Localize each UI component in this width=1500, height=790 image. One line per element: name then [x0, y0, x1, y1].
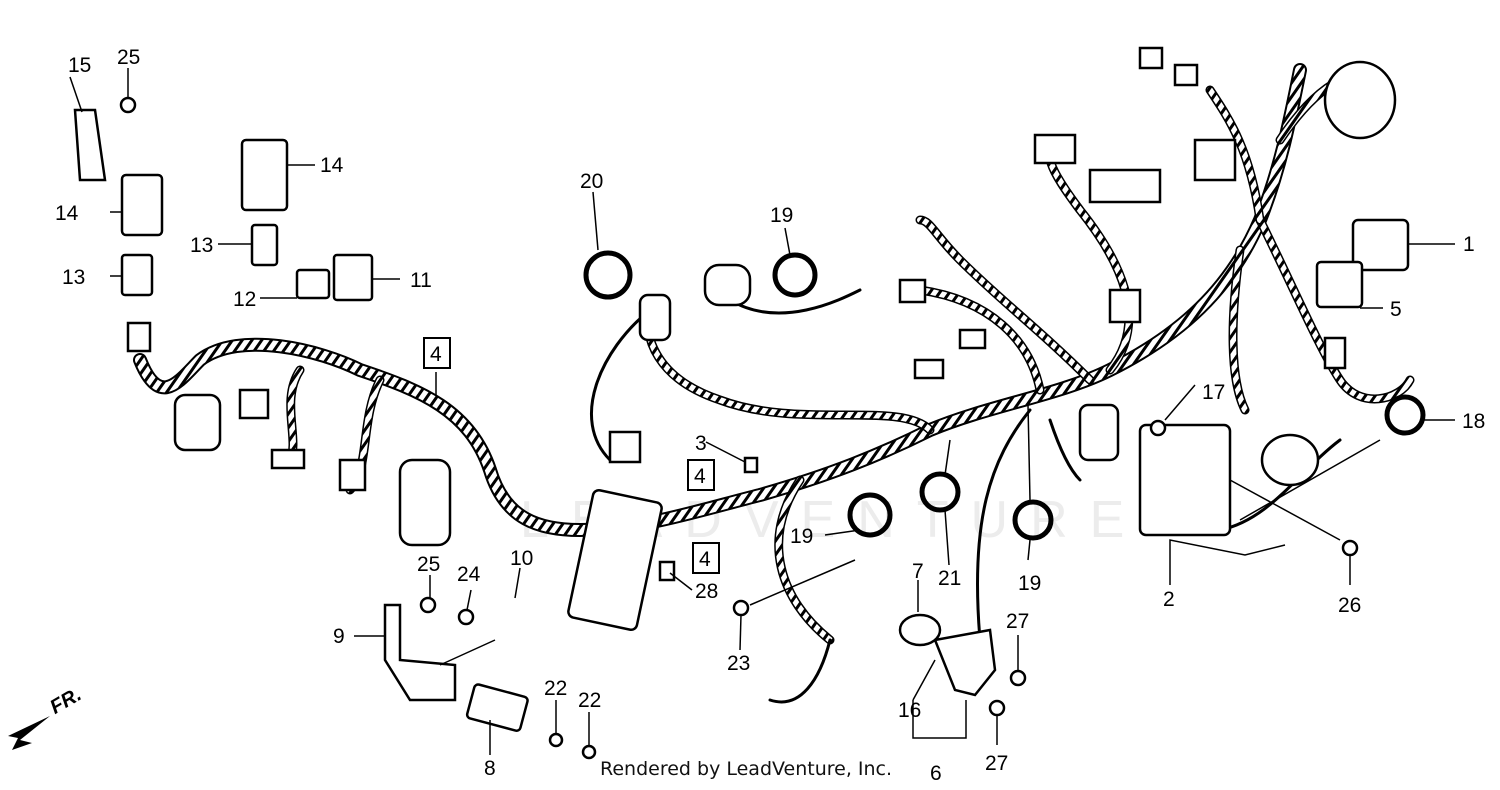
callout-18: 18 [1462, 410, 1485, 433]
callout-4: 4 [699, 548, 711, 571]
callout-7: 7 [912, 560, 924, 583]
leader-lines [69, 68, 1455, 755]
callout-17: 17 [1202, 381, 1225, 404]
components [73, 46, 1426, 760]
callout-21: 21 [938, 567, 961, 590]
callout-19: 19 [770, 204, 793, 227]
callout-19: 19 [790, 525, 813, 548]
callout-22: 22 [544, 677, 567, 700]
callout-24: 24 [457, 563, 481, 586]
callout-13: 13 [190, 234, 213, 257]
callout-2: 2 [1163, 588, 1175, 611]
callout-labels: 1 2 3 4 4 4 5 6 7 8 9 10 11 12 13 13 14 … [55, 46, 1485, 785]
callout-28: 28 [695, 580, 718, 603]
callout-6: 6 [930, 762, 942, 785]
callout-8: 8 [484, 757, 496, 780]
front-arrow-icon [8, 716, 50, 750]
callout-4: 4 [694, 465, 706, 488]
callout-4: 4 [430, 343, 442, 366]
callout-12: 12 [233, 288, 256, 311]
callout-26: 26 [1338, 594, 1361, 617]
callout-20: 20 [580, 170, 603, 193]
callout-16: 16 [898, 699, 921, 722]
callout-22: 22 [578, 689, 601, 712]
callout-25: 25 [417, 553, 440, 576]
callout-14: 14 [55, 202, 79, 225]
callout-15: 15 [68, 54, 91, 77]
callout-23: 23 [727, 652, 750, 675]
callout-25: 25 [117, 46, 140, 69]
callout-10: 10 [510, 547, 533, 570]
credit-line: Rendered by LeadVenture, Inc. [600, 758, 893, 780]
callout-5: 5 [1390, 298, 1402, 321]
callout-14: 14 [320, 154, 344, 177]
callout-1: 1 [1463, 233, 1475, 256]
reference-boxes [423, 337, 720, 574]
callout-19: 19 [1018, 572, 1041, 595]
callout-13: 13 [62, 266, 85, 289]
callout-11: 11 [410, 269, 432, 292]
callout-27: 27 [1006, 610, 1029, 633]
callout-27: 27 [985, 752, 1008, 775]
callout-9: 9 [333, 625, 345, 648]
callout-3: 3 [695, 432, 707, 455]
